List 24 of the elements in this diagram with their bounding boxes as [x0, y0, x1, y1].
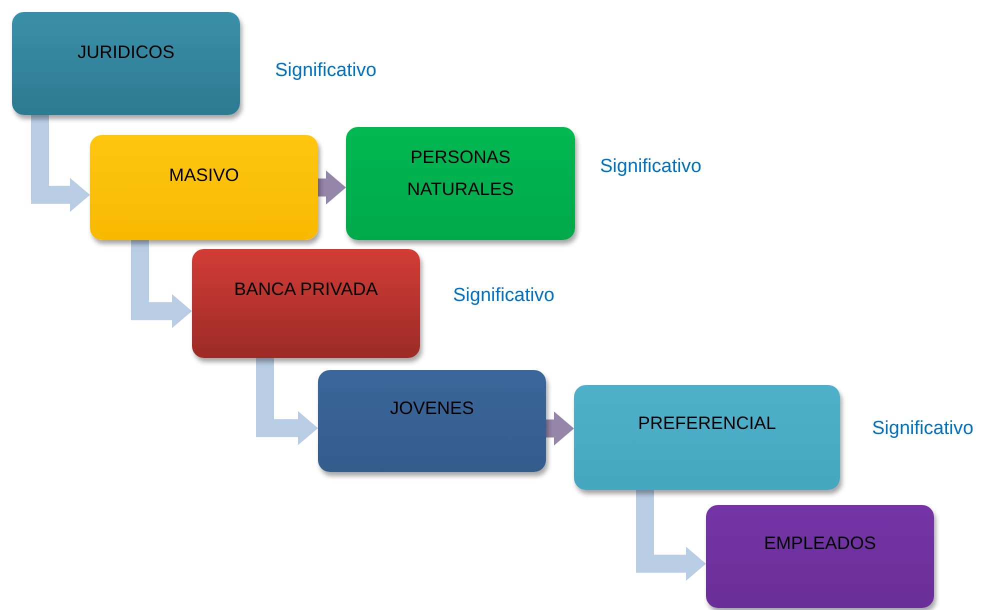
arrow	[256, 358, 318, 446]
significance-note: Significativo	[275, 60, 376, 82]
arrow	[546, 412, 574, 446]
box-label: MASIVO	[168, 164, 239, 187]
significance-note: Significativo	[600, 156, 702, 178]
category-box	[12, 12, 240, 115]
arrow	[636, 490, 706, 581]
box-label: EMPLEADOS	[764, 532, 876, 555]
arrow	[318, 170, 346, 204]
category-box	[574, 385, 840, 490]
arrow	[31, 115, 90, 212]
box-label: BANCA PRIVADA	[234, 278, 378, 301]
significance-note: Significativo	[453, 285, 554, 307]
arrow	[131, 240, 192, 328]
category-box	[706, 505, 934, 608]
category-box	[318, 370, 546, 472]
box-label: JURIDICOS	[77, 41, 174, 64]
box-label: PERSONAS NATURALES	[406, 146, 515, 201]
category-box	[192, 249, 420, 358]
category-box	[346, 127, 575, 240]
box-label: PREFERENCIAL	[638, 412, 776, 435]
category-box	[90, 135, 318, 240]
significance-note: Significativo	[872, 418, 974, 440]
box-label: JOVENES	[390, 397, 474, 420]
